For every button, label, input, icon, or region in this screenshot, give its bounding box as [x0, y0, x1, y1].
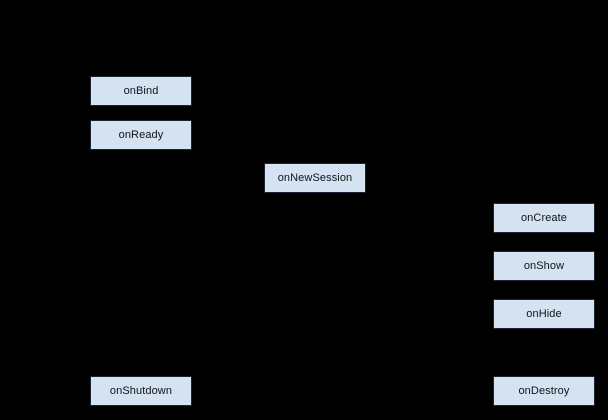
node-on-show-label: onShow [523, 259, 565, 272]
node-on-new-session-label: onNewSession [277, 171, 353, 184]
node-on-ready-label: onReady [118, 128, 164, 141]
node-on-new-session[interactable]: onNewSession [264, 163, 366, 193]
node-on-hide[interactable]: onHide [493, 299, 595, 329]
node-on-destroy-label: onDestroy [518, 384, 570, 397]
node-on-bind[interactable]: onBind [90, 76, 192, 106]
node-on-ready[interactable]: onReady [90, 120, 192, 150]
node-on-bind-label: onBind [123, 84, 159, 97]
node-on-show[interactable]: onShow [493, 251, 595, 281]
node-on-shutdown-label: onShutdown [109, 384, 173, 397]
node-on-create-label: onCreate [520, 211, 568, 224]
node-on-create[interactable]: onCreate [493, 203, 595, 233]
node-on-destroy[interactable]: onDestroy [493, 376, 595, 406]
node-on-hide-label: onHide [526, 307, 562, 320]
node-on-shutdown[interactable]: onShutdown [90, 376, 192, 406]
